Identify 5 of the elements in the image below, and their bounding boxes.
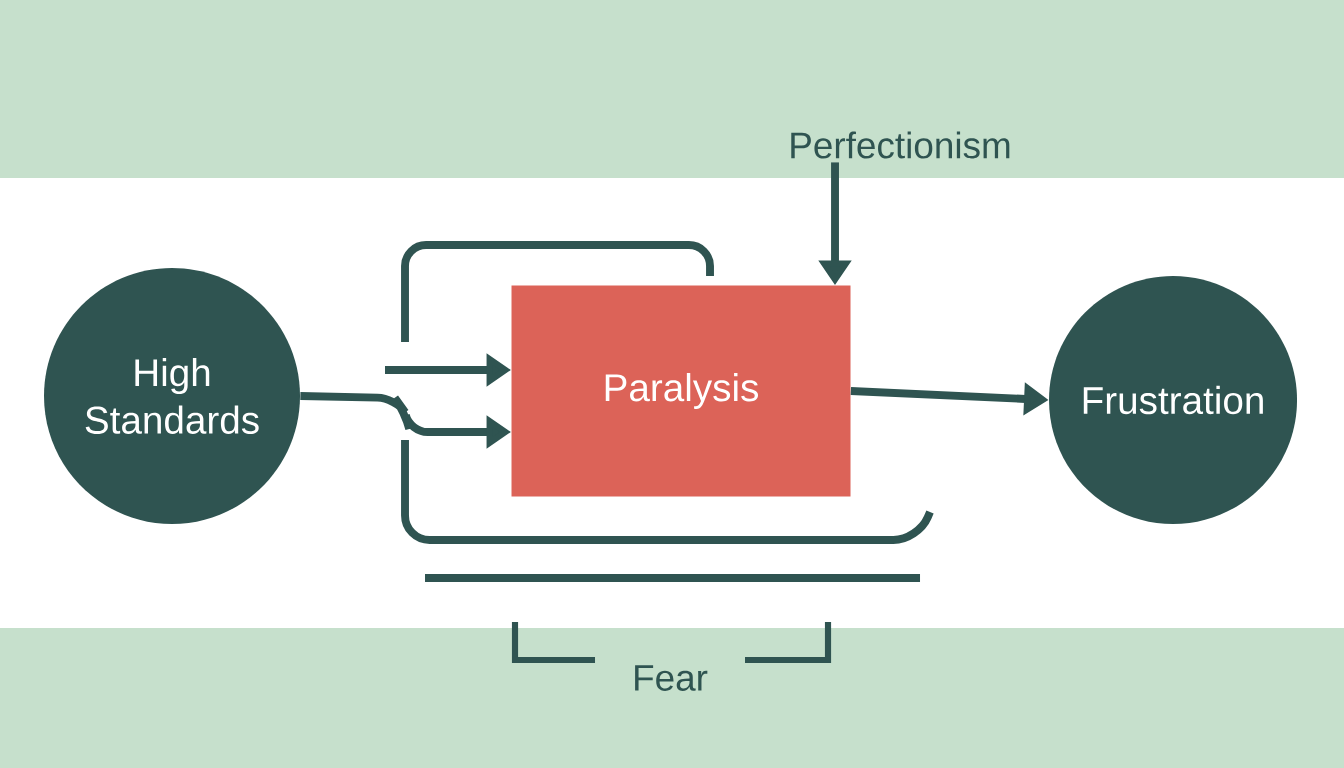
circle-node: High Standards: [44, 268, 300, 524]
process-box: Paralysis: [511, 285, 851, 497]
circle-node: Frustration: [1049, 276, 1297, 524]
label-text: Fear: [635, 665, 708, 691]
heading-text: Perfectionism: [791, 131, 1010, 159]
